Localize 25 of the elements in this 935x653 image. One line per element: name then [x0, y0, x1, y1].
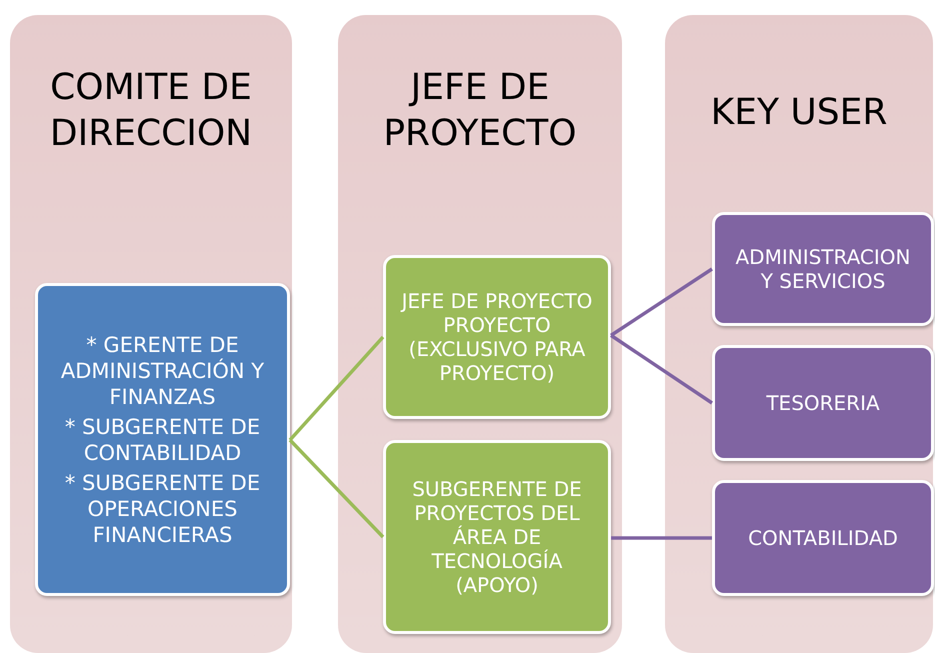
column-heading: COMITE DE DIRECCION — [48, 66, 254, 156]
role-text: SUBGERENTE DE PROYECTOS DEL ÁREA DE TECNOLOGÍA (APOYO) — [411, 477, 583, 597]
role-text: * SUBGERENTE DE OPERACIONES FINANCIERAS — [64, 470, 262, 548]
column-panel — [10, 15, 292, 653]
role-text: * GERENTE DE ADMINISTRACIÓN Y FINANZAS — [60, 332, 266, 410]
column-heading: KEY USER — [710, 91, 888, 135]
connector-line — [288, 438, 384, 538]
column-panel — [338, 15, 622, 653]
role-text: TESORERIA — [766, 391, 880, 415]
connector-line — [288, 336, 384, 442]
role-text: JEFE DE PROYECTO PROYECTO (EXCLUSIVO PARA PROYECTO) — [400, 289, 594, 385]
connector-line — [611, 536, 712, 540]
role-box — [383, 440, 611, 634]
connector-line — [610, 334, 713, 404]
role-text: ADMINISTRACION Y SERVICIOS — [734, 245, 912, 293]
role-box — [35, 283, 290, 596]
column-heading: JEFE DE PROYECTO — [382, 66, 578, 156]
column-panel — [665, 15, 933, 653]
role-text: CONTABILIDAD — [748, 526, 898, 550]
role-box — [383, 255, 611, 419]
role-box — [712, 345, 934, 461]
role-box — [712, 212, 934, 326]
role-box — [712, 480, 934, 596]
role-text: * SUBGERENTE DE CONTABILIDAD — [64, 414, 262, 466]
connector-line — [610, 268, 713, 337]
